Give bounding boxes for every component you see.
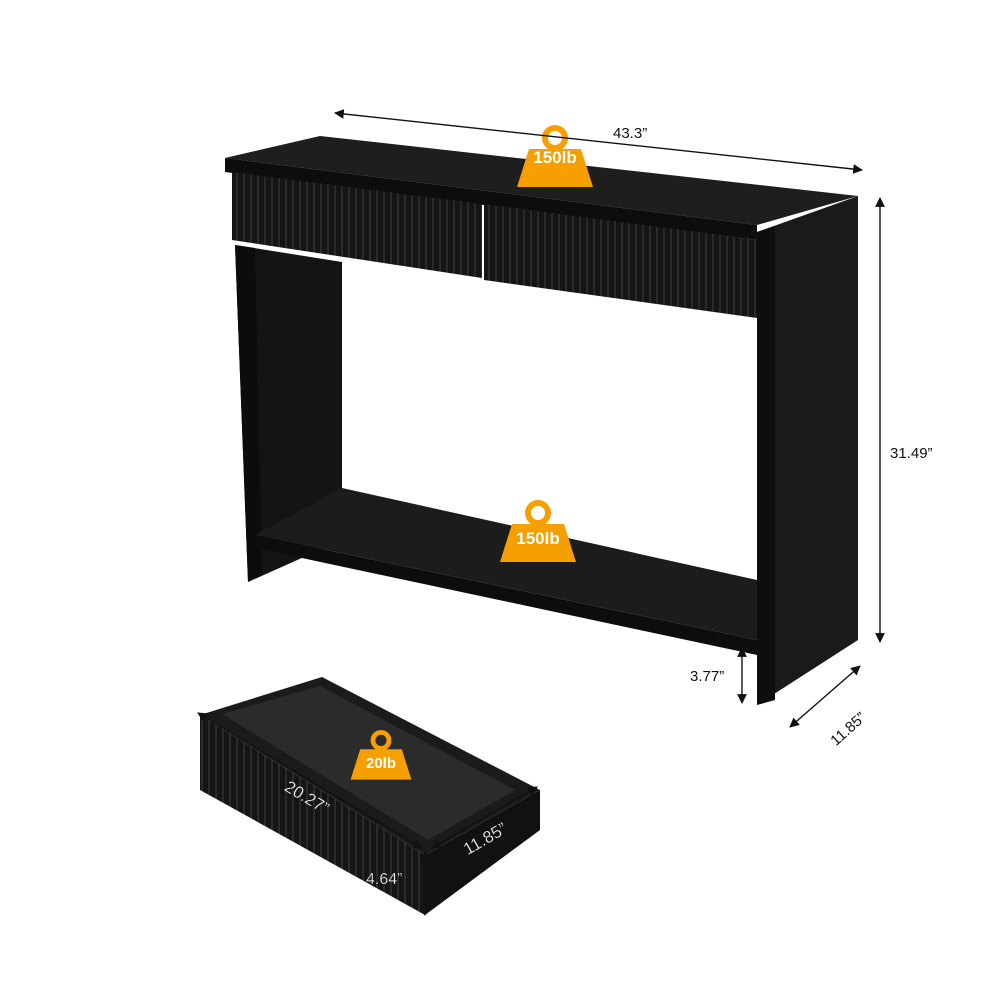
svg-text:150lb: 150lb: [516, 529, 559, 548]
depth-label: 11.85”: [827, 709, 869, 749]
weight-badge-shelf: 150lb: [500, 503, 576, 562]
shelf-clearance-label: 3.77”: [690, 668, 724, 685]
drawer-height-label: 4.64”: [366, 871, 402, 888]
drawer-left: [232, 172, 482, 278]
height-label: 31.49”: [890, 445, 933, 462]
width-label: 43.3”: [613, 125, 647, 142]
left-leg: [235, 245, 342, 582]
right-leg: [757, 196, 858, 705]
drawer-right: [484, 204, 757, 318]
bottom-shelf: [255, 488, 757, 640]
svg-text:150lb: 150lb: [533, 148, 576, 167]
console-table: [225, 136, 858, 705]
svg-text:20lb: 20lb: [366, 755, 396, 772]
dimension-lines: [197, 109, 885, 916]
